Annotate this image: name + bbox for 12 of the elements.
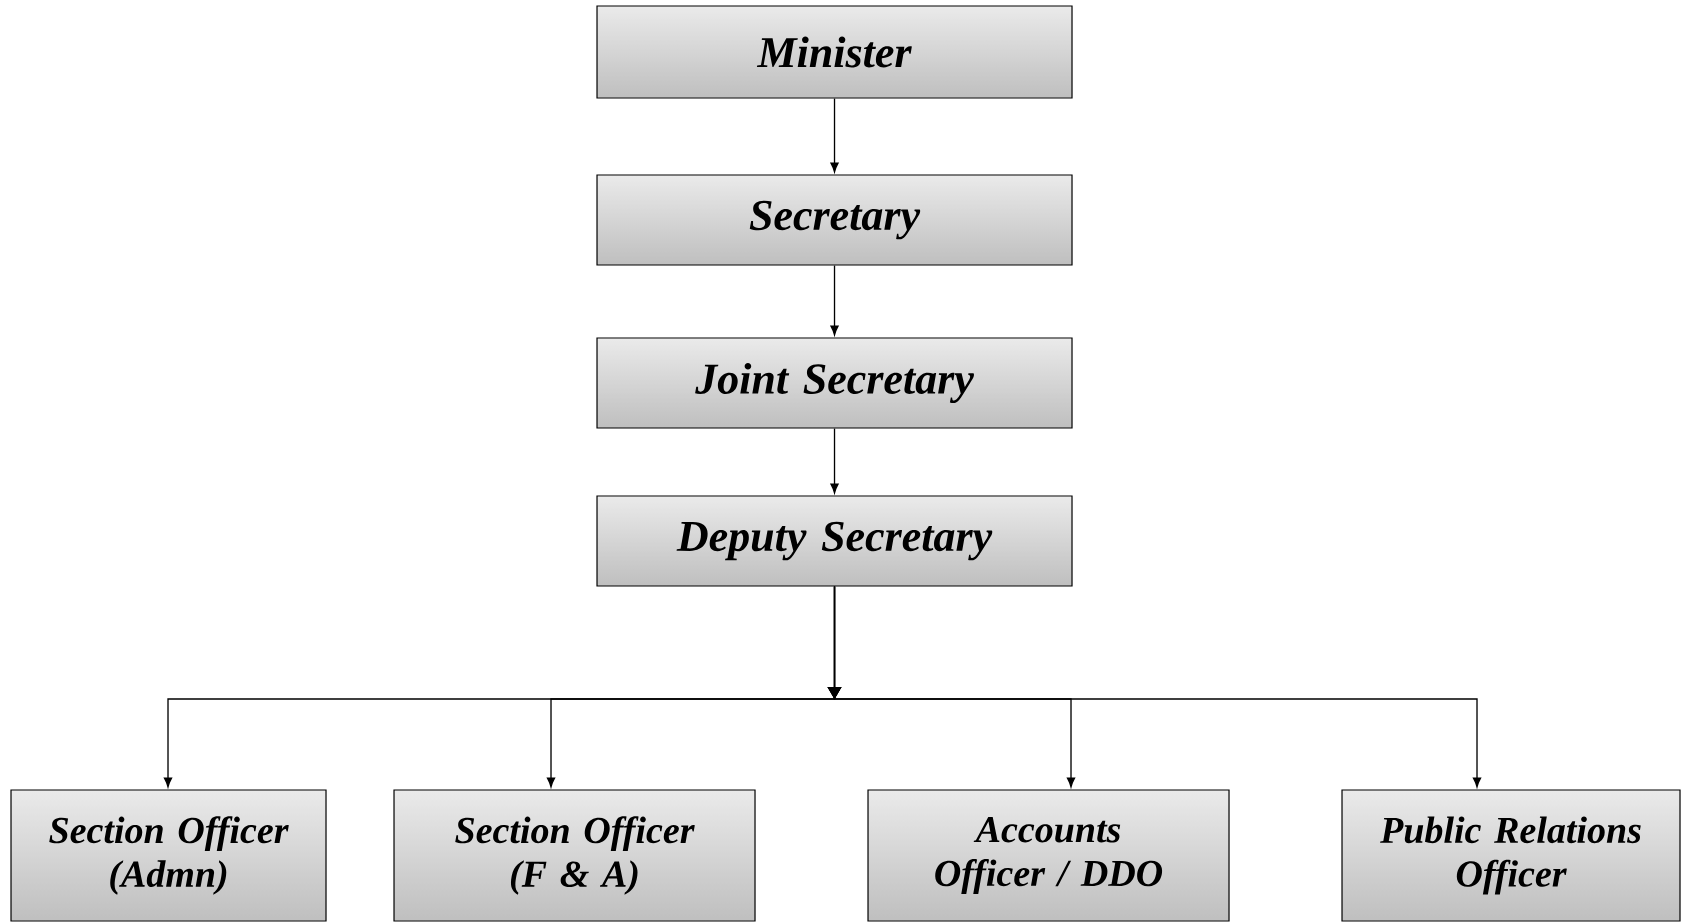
title-box: Section Officer (Admn) — [10, 789, 327, 922]
arrow — [830, 427, 839, 494]
title-box: Joint Secretary — [596, 337, 1073, 429]
title-box: Minister — [596, 5, 1073, 99]
arrow — [830, 97, 839, 173]
title-box: Accounts Officer / DDO — [867, 789, 1230, 922]
arrow — [827, 585, 1482, 788]
title-box: Secretary — [596, 174, 1073, 266]
title-box: Deputy Secretary — [596, 495, 1073, 587]
arrow — [830, 264, 839, 336]
title-box: Section Officer (F & A) — [393, 789, 756, 922]
title-box: Public Relations Officer — [1341, 789, 1681, 922]
